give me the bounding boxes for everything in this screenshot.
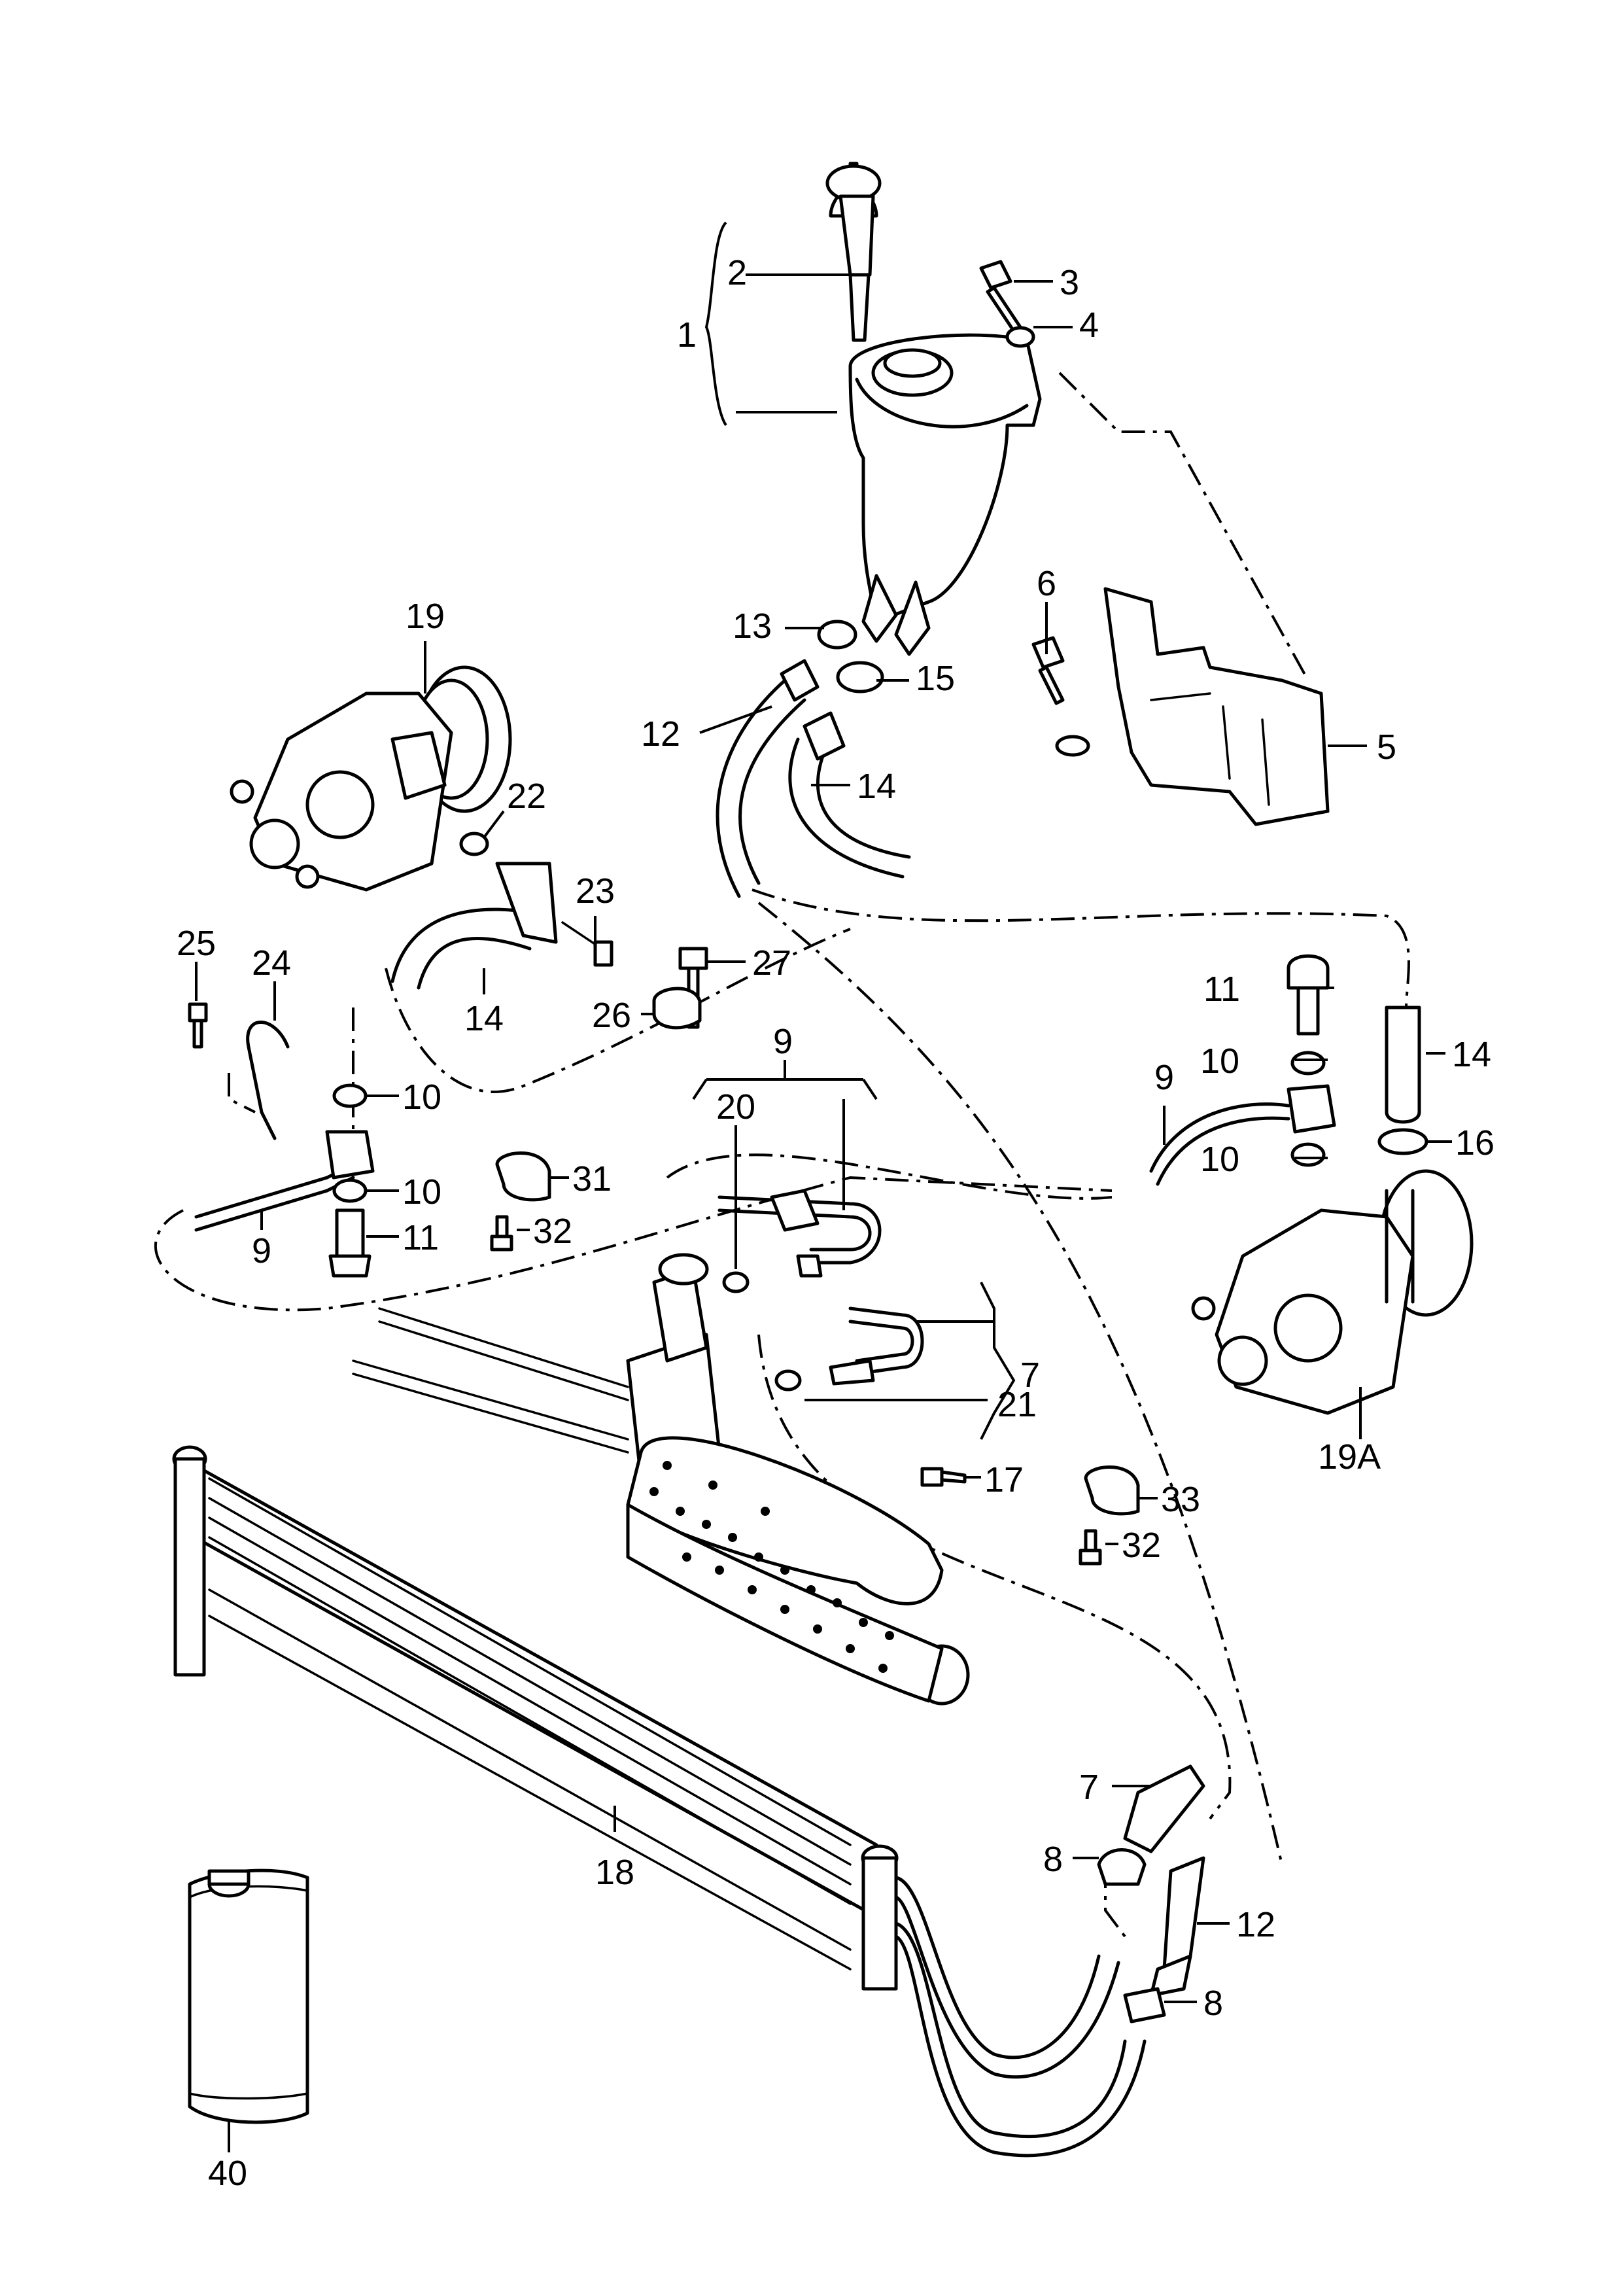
label-22: 22	[507, 777, 546, 816]
bolt-25	[188, 1002, 208, 1049]
return-line-lower	[894, 1876, 1120, 2079]
clamp-8-lower	[1123, 1987, 1166, 2023]
hose-14-upper	[788, 737, 911, 879]
bolt-17	[920, 1467, 967, 1487]
label-26: 26	[592, 996, 631, 1035]
label-17: 17	[984, 1460, 1024, 1499]
label-9-left: 9	[252, 1231, 271, 1270]
hose-12-end	[780, 659, 820, 702]
rack-boot-dots	[649, 1461, 894, 1673]
steering-rack	[352, 1253, 970, 1706]
label-13: 13	[733, 606, 772, 646]
bolt-32	[490, 1215, 513, 1252]
label-9-middle: 9	[773, 1022, 793, 1061]
hose-12-upper	[716, 678, 806, 898]
washer-10-right-lower	[1290, 1142, 1326, 1167]
pressure-line-lower	[894, 1921, 1147, 2158]
label-40: 40	[208, 2154, 247, 2193]
label-15: 15	[916, 659, 955, 698]
label-2: 2	[727, 253, 747, 292]
label-21: 21	[997, 1385, 1037, 1424]
label-8-upper: 8	[1043, 1840, 1063, 1879]
seal-ring-22	[459, 832, 489, 856]
label-7-lower: 7	[1079, 1768, 1099, 1807]
connection-lines	[154, 372, 1410, 1938]
pressure-line-9-right	[1149, 1102, 1290, 1186]
clip-31	[495, 1151, 551, 1202]
washer-4	[1005, 326, 1035, 348]
label-4: 4	[1079, 306, 1099, 345]
part-labels: 1 2 3 4 5 6 13 15 12 14 19 22 23 27 26 1…	[177, 253, 1494, 2193]
washer-10-right-upper	[1290, 1051, 1326, 1076]
seal-21	[774, 1369, 802, 1392]
return-line-7-middle	[848, 1306, 924, 1376]
washer-10-upper	[332, 1083, 368, 1108]
cooler-18	[172, 1445, 899, 1991]
clamp-16	[1377, 1128, 1428, 1155]
leader-lines	[195, 221, 1452, 2152]
bolt-32-right	[1079, 1529, 1102, 1566]
bolt-3	[979, 260, 1022, 333]
label-25: 25	[177, 924, 216, 963]
bolt-23	[561, 921, 613, 967]
label-18: 18	[595, 1853, 634, 1892]
label-1: 1	[677, 315, 697, 355]
label-16: 16	[1455, 1123, 1494, 1163]
label-7-middle: 7	[1020, 1356, 1040, 1395]
label-9-right: 9	[1154, 1058, 1174, 1097]
label-19A: 19A	[1318, 1437, 1381, 1477]
clip-24	[246, 1021, 290, 1140]
clip-26	[652, 987, 702, 1030]
label-14-upper: 14	[857, 767, 896, 806]
label-5: 5	[1377, 727, 1396, 767]
banjo-fitting	[325, 1130, 375, 1180]
label-14-left: 14	[464, 999, 504, 1038]
label-12-lower: 12	[1236, 1905, 1275, 1944]
banjo-bolt-11	[335, 1208, 365, 1258]
label-10-b: 10	[402, 1172, 441, 1212]
label-6: 6	[1037, 564, 1056, 603]
clip-33	[1084, 1465, 1140, 1516]
banjo-bolt-11-right	[1287, 954, 1330, 990]
label-20: 20	[716, 1087, 755, 1127]
label-31: 31	[572, 1159, 612, 1199]
pressure-line-9-left	[194, 1163, 355, 1232]
label-12-upper: 12	[641, 714, 680, 754]
pressure-line-9-middle	[717, 1195, 882, 1265]
clamp-8-upper	[1097, 1848, 1147, 1886]
label-33: 33	[1161, 1480, 1200, 1519]
clamp-15	[836, 661, 884, 693]
hose-12-lower	[1162, 1856, 1205, 1971]
hydraulic-oil-can-40	[188, 1868, 309, 2124]
label-24: 24	[252, 943, 291, 983]
label-11-right: 11	[1203, 970, 1240, 1009]
seal-20	[722, 1271, 750, 1293]
power-steering-pump-19A	[1191, 1169, 1474, 1415]
reservoir-assembly	[825, 162, 1042, 656]
label-14-right: 14	[1452, 1035, 1491, 1074]
label-10-c: 10	[1200, 1042, 1239, 1081]
washer-10-lower	[332, 1178, 368, 1203]
label-23: 23	[576, 871, 615, 911]
label-19: 19	[406, 597, 445, 636]
bolt-6	[1031, 636, 1090, 757]
clamp-13	[817, 620, 857, 650]
hose-7-lower	[1123, 1764, 1205, 1853]
label-11-left: 11	[402, 1218, 439, 1257]
label-3: 3	[1060, 263, 1079, 302]
label-10-d: 10	[1200, 1140, 1239, 1179]
hose-14-right	[1385, 1006, 1421, 1124]
bracket-5	[1103, 587, 1330, 826]
label-32-left: 32	[533, 1212, 572, 1251]
label-27: 27	[752, 943, 791, 983]
label-32-right: 32	[1122, 1526, 1161, 1565]
label-8-lower: 8	[1203, 1984, 1223, 2023]
power-steering-pump-19	[230, 665, 512, 892]
label-10-a: 10	[402, 1077, 441, 1117]
